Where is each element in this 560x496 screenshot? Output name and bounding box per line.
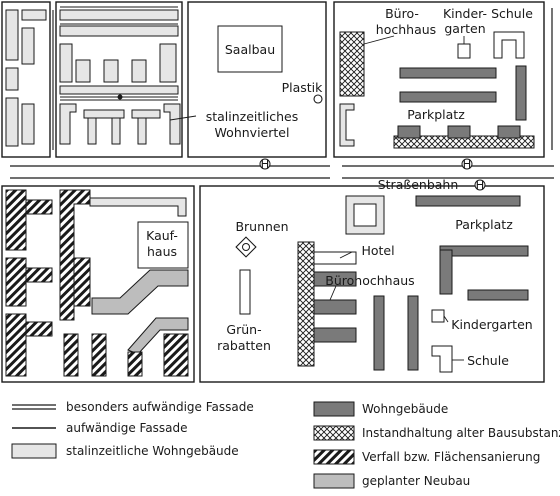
legend-item-neubau: geplanter Neubau	[313, 473, 470, 489]
label-buero-1: Büro-	[385, 6, 419, 21]
label-buero-2: hochhaus	[376, 22, 436, 37]
legend-item-wohn: Wohngebäude	[313, 401, 448, 417]
schule-top	[493, 31, 525, 59]
legend-item-double: besonders aufwändige Fassade	[12, 400, 254, 414]
kindergarten-top	[457, 43, 471, 59]
svg-text:Wohngebäude: Wohngebäude	[362, 402, 448, 416]
label-plastik: Plastik	[282, 80, 324, 95]
brunnen-symbol	[235, 236, 257, 258]
buerohochhaus-bottom	[297, 241, 315, 367]
label-saalbau: Saalbau	[225, 42, 275, 57]
legend-item-stalin: stalinzeitliche Wohngebäude	[11, 443, 239, 459]
city-blocks	[1, 1, 545, 383]
svg-text:besonders aufwändige Fassade: besonders aufwändige Fassade	[66, 400, 254, 414]
legend-item-single: aufwändige Fassade	[12, 421, 188, 435]
saalbau-building	[217, 25, 283, 73]
label-kauf-1: Kauf-	[146, 228, 178, 243]
svg-text:Instandhaltung alter Bausubsta: Instandhaltung alter Bausubstanz	[362, 426, 560, 440]
label-gruen-1: Grün-	[226, 322, 261, 337]
legend-item-verfall: Verfall bzw. Flächensanierung	[313, 449, 540, 465]
svg-text:H: H	[261, 157, 270, 171]
label-schule-top: Schule	[491, 6, 533, 21]
svg-text:Verfall bzw. Flächensanierung: Verfall bzw. Flächensanierung	[362, 450, 540, 464]
label-kauf-2: haus	[147, 244, 177, 259]
buerohochhaus-top	[339, 31, 365, 97]
svg-text:H: H	[463, 157, 472, 171]
bottom-left-buildings	[5, 189, 189, 377]
label-hotel: Hotel	[361, 243, 394, 258]
svg-text:stalinzeitliche Wohngebäude: stalinzeitliche Wohngebäude	[66, 444, 239, 458]
legend: besonders aufwändige Fassade aufwändige …	[11, 400, 560, 489]
label-brunnen: Brunnen	[235, 219, 288, 234]
label-kinder-2: garten	[444, 21, 485, 36]
hotel-building	[313, 251, 357, 265]
label-parkplatz-bottom: Parkplatz	[455, 217, 513, 232]
gruenrabatten	[239, 269, 251, 315]
tram-stops: H H H	[259, 157, 486, 192]
monument-dot	[117, 94, 123, 100]
kaufhaus-building	[137, 221, 189, 269]
label-kinder-1: Kinder-	[443, 6, 487, 21]
svg-text:H: H	[476, 178, 485, 192]
plastik-marker	[313, 94, 323, 104]
svg-text:aufwändige Fassade: aufwändige Fassade	[66, 421, 188, 435]
label-stalin-1: stalinzeitliches	[206, 109, 299, 124]
pointer-lines	[169, 35, 465, 361]
label-kindergarten: Kindergarten	[451, 317, 532, 332]
label-buerohochhaus: Bürohochhaus	[325, 273, 414, 288]
stalin-buildings	[5, 9, 355, 147]
svg-text:geplanter Neubau: geplanter Neubau	[362, 474, 470, 488]
label-gruen-2: rabatten	[217, 338, 271, 353]
roads	[10, 8, 554, 179]
block-bottom-right	[199, 185, 545, 383]
map-labels: Saalbau Büro- hochhaus Kinder- garten Sc…	[146, 6, 533, 368]
kindergarten-bottom	[431, 309, 445, 323]
bottom-right-buildings	[235, 195, 529, 373]
schule-bottom	[431, 345, 453, 373]
label-parkplatz-top: Parkplatz	[407, 107, 465, 122]
top-right-buildings	[339, 31, 535, 149]
label-stalin-2: Wohnviertel	[215, 125, 290, 140]
legend-item-instand: Instandhaltung alter Bausubstanz	[313, 425, 560, 441]
label-schule-bottom: Schule	[467, 353, 509, 368]
label-strassenbahn: Straßenbahn	[378, 177, 459, 192]
